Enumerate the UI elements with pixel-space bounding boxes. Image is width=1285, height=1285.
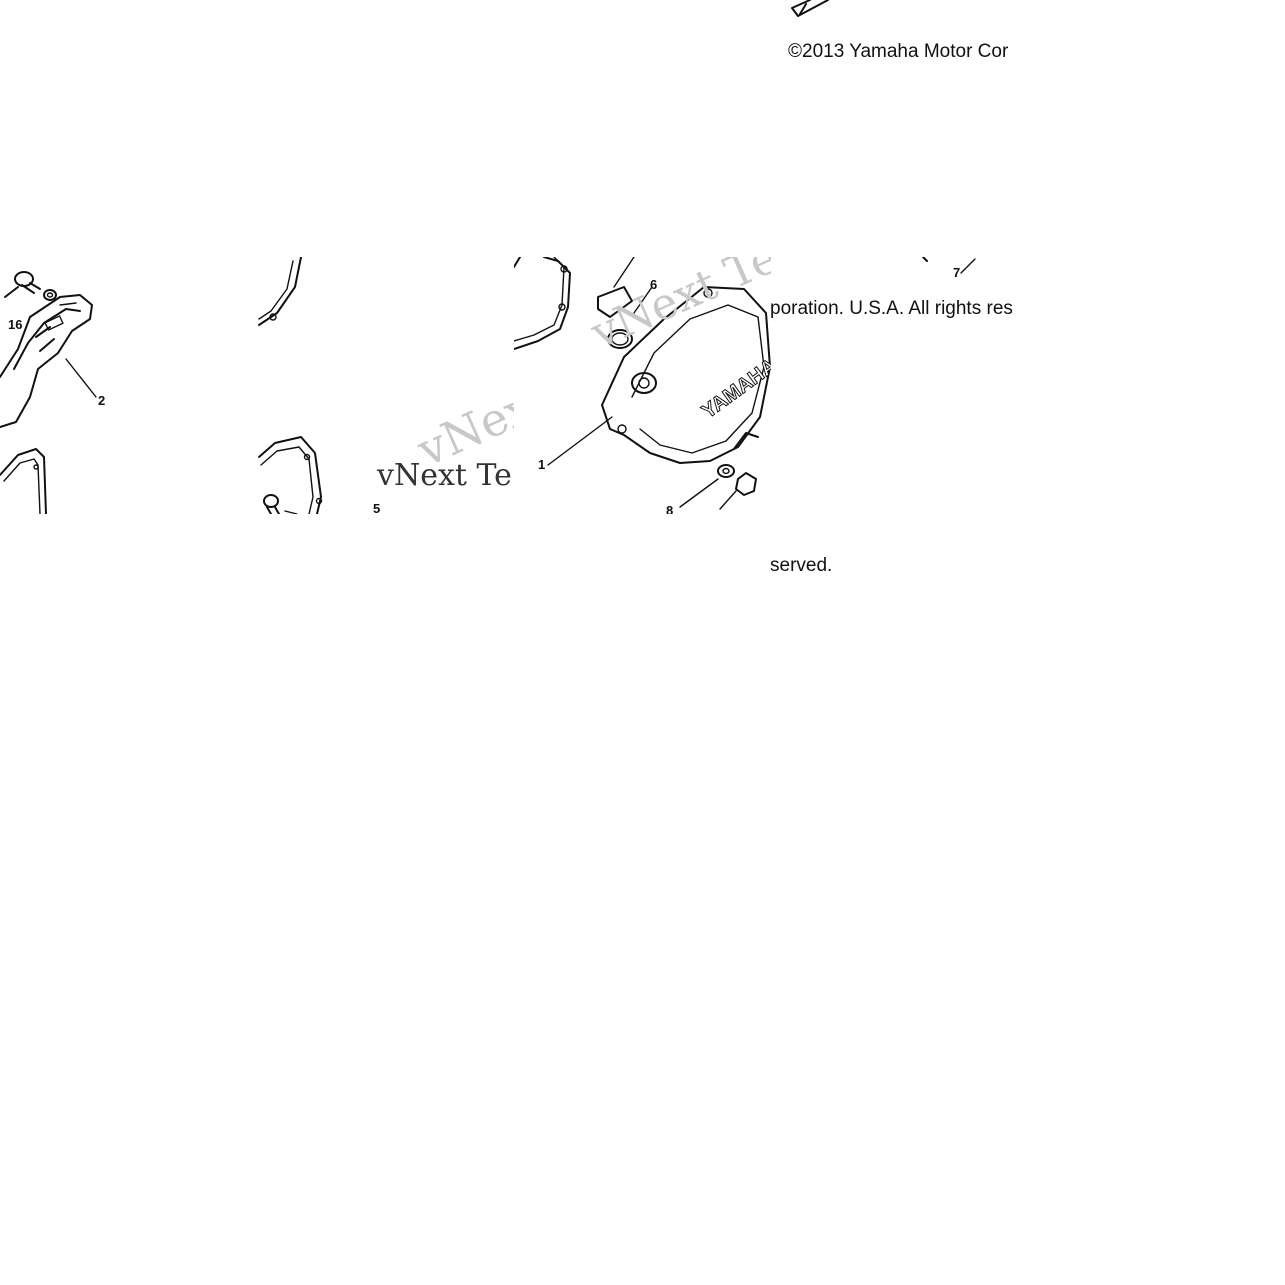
watermark-grey-2: vNext Technology <box>583 257 771 359</box>
gasket-icon <box>258 436 323 514</box>
part-gasket-diagram: vNext Technology vNext Te 5 <box>258 257 514 514</box>
washer-icon <box>717 464 735 478</box>
cap-icon <box>597 257 653 349</box>
watermark-dark: vNext Te <box>376 458 512 493</box>
copyright-fragment-1: ©2013 Yamaha Motor Cor <box>788 42 1009 61</box>
bolt-icon <box>719 472 757 510</box>
diagram-tile-left: 16 2 <box>0 257 257 514</box>
diagram-tile-middle: vNext Technology vNext Te 5 <box>257 257 514 514</box>
gasket-icon <box>0 448 47 514</box>
gasket-icon <box>514 257 571 350</box>
part-cover-diagram: YAMAHA vNext Technology 6 1 8 <box>514 257 771 514</box>
diagram-tile-top <box>770 0 1030 70</box>
diagram-tile-right: YAMAHA vNext Technology 6 1 8 <box>514 257 771 514</box>
callout-7: 7 <box>953 265 960 280</box>
copyright-fragment-3: served. <box>770 556 833 575</box>
part-fragment-top <box>791 0 829 17</box>
bracket-icon <box>0 294 93 428</box>
callout-2: 2 <box>98 393 105 408</box>
copyright-fragment-2: poration. U.S.A. All rights res <box>770 299 1013 318</box>
washer-icon <box>43 289 57 301</box>
watermark-grey: vNext Technology <box>409 258 514 478</box>
callout-1: 1 <box>538 457 545 472</box>
callout-8: 8 <box>666 503 673 514</box>
bolt-icon <box>4 271 41 298</box>
callout-16: 16 <box>8 317 22 332</box>
callout-5: 5 <box>373 501 380 514</box>
callout-6: 6 <box>650 277 657 292</box>
part-fragment-right: 7 <box>922 257 976 280</box>
diagram-tile-far-right: 7 <box>771 257 1031 319</box>
gasket-icon <box>258 257 302 326</box>
part-bracket-diagram: 16 2 <box>0 271 105 514</box>
plug-icon <box>263 494 298 514</box>
